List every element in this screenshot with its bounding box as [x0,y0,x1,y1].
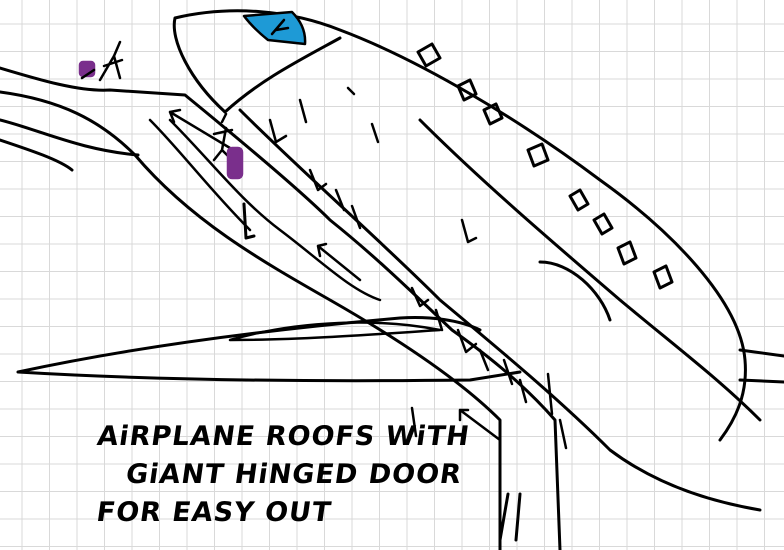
hinge-marks [270,88,566,448]
wing [18,318,520,381]
fuselage-belly-line [420,120,760,420]
caption-line-2: GiANT HiNGED DOOR [89,456,467,494]
passenger-windows [418,44,672,288]
fuselage [174,11,745,440]
cockpit-window [244,12,305,44]
sketch-caption: AiRPLANE ROOFS WiTH GiANT HiNGED DOOR FO… [84,418,472,532]
door-edge-curl [0,120,138,170]
direction-arrow-mid [318,244,360,280]
stick-figure-passenger [80,42,122,80]
caption-line-1: AiRPLANE ROOFS WiTH [95,418,473,456]
caption-line-3: FOR EASY OUT [84,494,462,532]
